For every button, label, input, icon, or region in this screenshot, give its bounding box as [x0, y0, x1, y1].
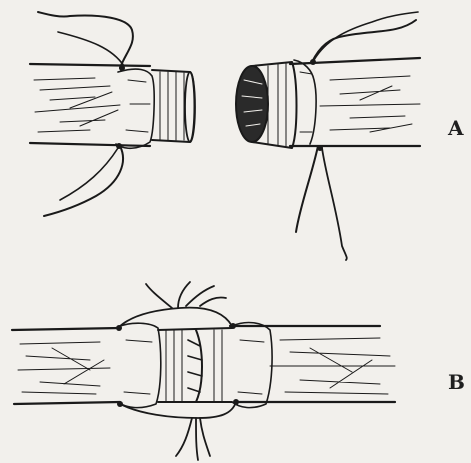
right-vessel-stump — [236, 12, 420, 260]
left-vessel-stump — [30, 12, 195, 216]
panel-label-b: B — [448, 370, 465, 394]
panel-label-a: A — [448, 116, 464, 140]
panel-b — [12, 282, 395, 460]
panel-a — [30, 12, 420, 260]
